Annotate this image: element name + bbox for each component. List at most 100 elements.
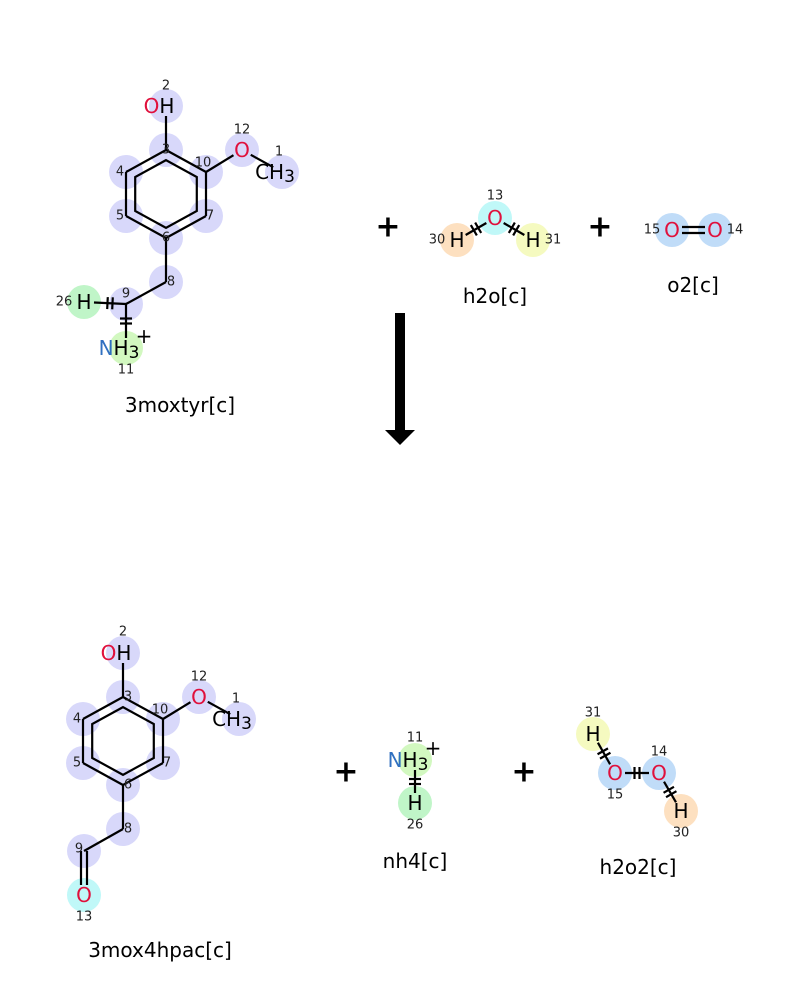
atom-highlight bbox=[642, 756, 676, 790]
atom-label: H bbox=[407, 791, 422, 815]
atom-label: O bbox=[607, 761, 623, 785]
bond-mark bbox=[663, 785, 675, 794]
bond bbox=[205, 154, 235, 173]
atom-highlight bbox=[67, 878, 101, 912]
bond bbox=[82, 762, 124, 786]
atom-number: 5 bbox=[116, 209, 124, 224]
atom-number: 15 bbox=[644, 223, 661, 238]
atom-number: 11 bbox=[407, 731, 424, 746]
atom-highlight bbox=[398, 743, 432, 777]
atom-label: O bbox=[487, 206, 503, 230]
bond bbox=[162, 701, 192, 720]
molecule-name: nh4[c] bbox=[383, 849, 448, 873]
atom-number: 30 bbox=[429, 233, 446, 248]
atom-label: CH3 bbox=[255, 160, 295, 187]
bond bbox=[503, 222, 525, 236]
atom-highlight bbox=[478, 201, 512, 235]
bond-mark bbox=[597, 747, 609, 756]
atom-label: OH bbox=[101, 641, 132, 665]
bond-mark bbox=[512, 224, 521, 236]
atom-highlight bbox=[222, 702, 256, 736]
molecule-name: 3mox4hpac[c] bbox=[88, 938, 232, 962]
bond bbox=[122, 696, 164, 720]
atom-label: H bbox=[525, 228, 540, 252]
charge-label: + bbox=[425, 736, 442, 760]
bond-mark bbox=[106, 297, 109, 310]
molecule-name: o2[c] bbox=[667, 273, 719, 297]
atom-number: 12 bbox=[234, 123, 251, 138]
atom-label: NH3 bbox=[388, 748, 429, 775]
atom-highlight bbox=[182, 680, 216, 714]
atom-highlight bbox=[398, 786, 432, 820]
atom-highlight bbox=[664, 794, 698, 828]
plus-sign: + bbox=[333, 755, 358, 790]
atom-label: H bbox=[585, 722, 600, 746]
aromatic-ring bbox=[134, 158, 198, 230]
bond bbox=[125, 149, 167, 173]
atom-number: 1 bbox=[275, 145, 283, 160]
aromatic-ring bbox=[91, 705, 155, 777]
plus-sign: + bbox=[375, 210, 400, 245]
atom-number: 26 bbox=[407, 818, 424, 833]
atom-label: O bbox=[76, 883, 92, 907]
atom-number: 2 bbox=[119, 625, 127, 640]
bond bbox=[663, 781, 677, 803]
bond bbox=[125, 281, 167, 305]
molecule-name: 3moxtyr[c] bbox=[125, 393, 235, 417]
charge-label: + bbox=[136, 324, 153, 348]
molecule-name: h2o2[c] bbox=[600, 855, 677, 879]
atom-label: OH bbox=[144, 94, 175, 118]
atom-label: H bbox=[673, 799, 688, 823]
atom-number: 4 bbox=[73, 712, 81, 727]
bond bbox=[596, 742, 612, 765]
bond-mark bbox=[469, 224, 478, 236]
atom-number: 13 bbox=[487, 189, 504, 204]
bond-mark bbox=[599, 751, 611, 760]
bond bbox=[82, 696, 124, 720]
atom-number: 3 bbox=[124, 690, 132, 705]
atom-number: 5 bbox=[73, 756, 81, 771]
bond bbox=[250, 153, 274, 169]
plus-sign: + bbox=[587, 210, 612, 245]
atom-number: 7 bbox=[163, 756, 171, 771]
atom-highlight bbox=[67, 285, 101, 319]
atom-number: 6 bbox=[124, 778, 132, 793]
atom-number: 10 bbox=[195, 156, 212, 171]
atom-highlight bbox=[576, 717, 610, 751]
molecule-name: h2o[c] bbox=[463, 284, 527, 308]
atom-number: 13 bbox=[76, 910, 93, 925]
atom-number: 31 bbox=[545, 233, 562, 248]
atom-label: O bbox=[664, 218, 680, 242]
atom-number: 14 bbox=[651, 745, 668, 760]
atom-number: 3 bbox=[162, 143, 170, 158]
atom-number: 12 bbox=[191, 670, 208, 685]
atom-highlight bbox=[598, 756, 632, 790]
reaction-arrow bbox=[385, 313, 415, 445]
bond-mark bbox=[507, 222, 516, 234]
atom-label: H bbox=[76, 290, 91, 314]
atom-highlight bbox=[265, 155, 299, 189]
atom-highlight bbox=[106, 636, 140, 670]
atom-highlight bbox=[698, 213, 732, 247]
bond bbox=[165, 215, 207, 239]
atom-label: H bbox=[449, 228, 464, 252]
atom-number: 14 bbox=[727, 223, 744, 238]
atom-label: O bbox=[191, 685, 207, 709]
plus-sign: + bbox=[511, 755, 536, 790]
atom-number: 6 bbox=[162, 231, 170, 246]
atom-highlight bbox=[655, 213, 689, 247]
bond-mark bbox=[665, 790, 677, 799]
atom-number: 31 bbox=[585, 706, 602, 721]
atom-label: NH3 bbox=[99, 336, 140, 363]
atom-number: 9 bbox=[122, 287, 130, 302]
atom-label: O bbox=[651, 761, 667, 785]
atom-number: 2 bbox=[162, 79, 170, 94]
molecule-nh4c: NH3+11H 26 nh4[c] bbox=[383, 731, 448, 874]
atom-number: 10 bbox=[152, 703, 169, 718]
atom-number: 1 bbox=[232, 692, 240, 707]
